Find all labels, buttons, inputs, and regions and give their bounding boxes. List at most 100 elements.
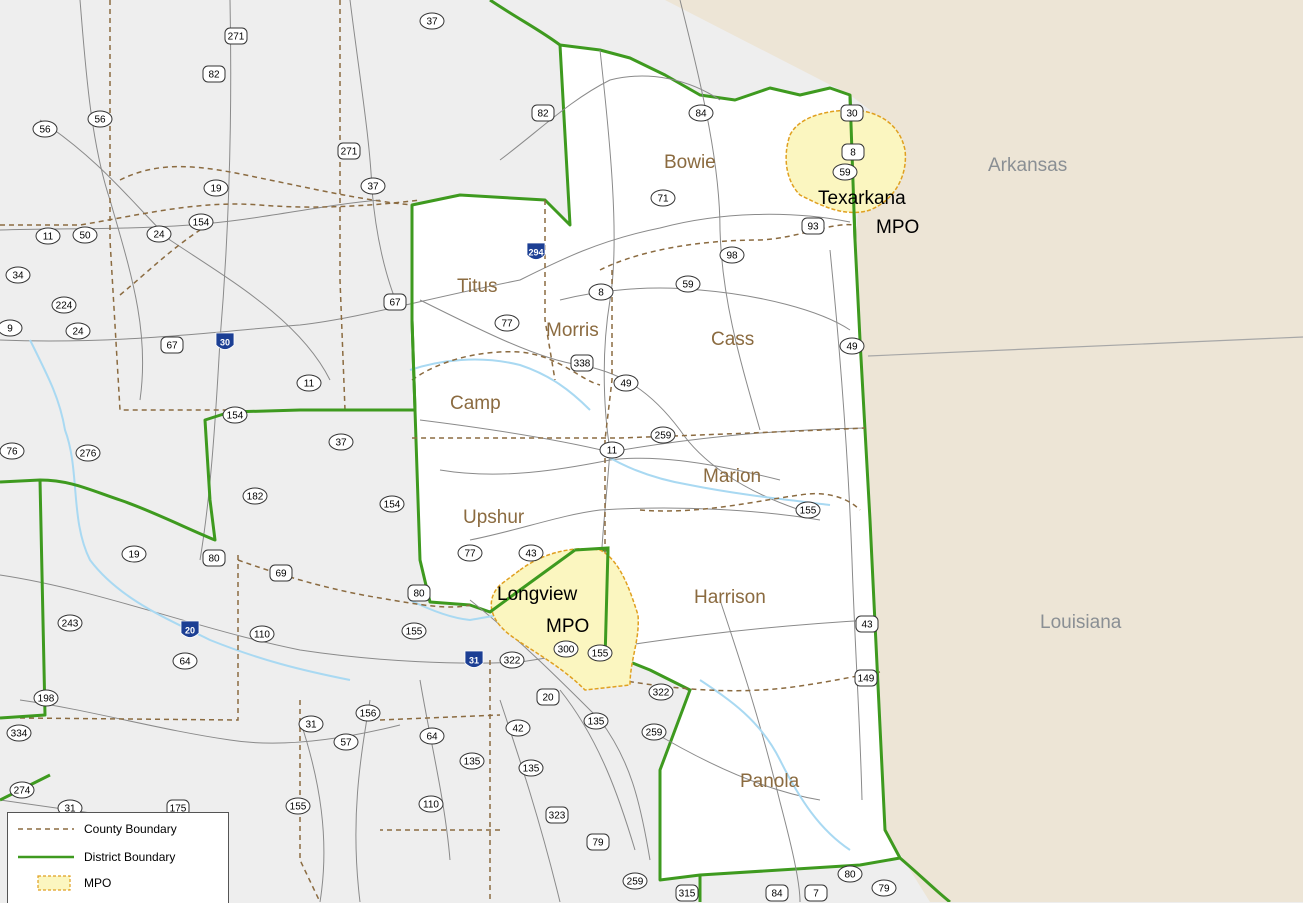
- route-number: 20: [185, 626, 195, 636]
- mpo-label: MPO: [876, 217, 919, 238]
- state-highway-shield: 154: [222, 406, 248, 424]
- state-highway-shield: 259: [650, 426, 676, 444]
- state-highway-shield: 154: [379, 495, 405, 513]
- route-number: 322: [504, 656, 521, 667]
- route-number: 156: [360, 709, 377, 720]
- route-number: 300: [558, 645, 575, 656]
- route-number: 135: [464, 757, 481, 768]
- state-highway-shield: 24: [65, 322, 91, 340]
- state-highway-shield: 19: [121, 545, 147, 563]
- route-number: 243: [62, 619, 79, 630]
- route-number: 59: [682, 280, 694, 291]
- state-highway-shield: 135: [459, 752, 485, 770]
- us-highway-shield: 271: [224, 27, 248, 45]
- state-highway-shield: 9: [0, 319, 23, 337]
- route-number: 154: [193, 218, 210, 229]
- state-label: Louisiana: [1040, 612, 1122, 633]
- state-highway-shield: 135: [518, 759, 544, 777]
- us-highway-shield: 323: [545, 806, 569, 824]
- state-highway-shield: 59: [675, 275, 701, 293]
- us-highway-shield: 82: [531, 104, 555, 122]
- route-number: 334: [11, 729, 28, 740]
- state-highway-shield: 49: [839, 337, 865, 355]
- route-number: 24: [153, 230, 165, 241]
- us-highway-shield: 8: [841, 143, 865, 161]
- route-number: 8: [598, 288, 604, 299]
- state-highway-shield: 31: [298, 715, 324, 733]
- county-label: Harrison: [694, 587, 766, 608]
- mpo-label: Texarkana: [818, 188, 906, 209]
- route-number: 57: [340, 738, 352, 749]
- state-highway-shield: 322: [499, 651, 525, 669]
- route-number: 30: [220, 338, 230, 348]
- route-number: 43: [861, 620, 873, 631]
- mpo-label: Longview: [497, 584, 578, 605]
- district-boundary-swatch: [18, 855, 74, 859]
- county-label: Cass: [711, 329, 754, 350]
- interstate-shield: 20: [180, 620, 200, 638]
- state-highway-shield: 274: [9, 781, 35, 799]
- route-number: 56: [94, 115, 106, 126]
- route-number: 24: [72, 327, 84, 338]
- state-highway-shield: 182: [242, 487, 268, 505]
- map-legend: County Boundary District Boundary MPO: [7, 812, 229, 903]
- route-number: 323: [549, 811, 566, 822]
- route-number: 8: [850, 148, 856, 159]
- mpo-label: MPO: [546, 616, 589, 637]
- route-number: 322: [653, 688, 670, 699]
- us-highway-shield: 84: [765, 884, 789, 902]
- county-label: Titus: [457, 276, 497, 297]
- state-highway-shield: 77: [457, 544, 483, 562]
- route-number: 198: [38, 694, 55, 705]
- texarkana-mpo-area: [785, 109, 907, 214]
- state-highway-shield: 135: [583, 712, 609, 730]
- route-number: 155: [406, 627, 423, 638]
- state-highway-shield: 37: [419, 12, 445, 30]
- legend-label: District Boundary: [84, 850, 176, 864]
- route-number: 182: [247, 492, 264, 503]
- state-highway-shield: 259: [641, 723, 667, 741]
- state-highway-shield: 155: [587, 644, 613, 662]
- state-highway-shield: 322: [648, 683, 674, 701]
- route-number: 67: [389, 298, 401, 309]
- us-highway-shield: 67: [383, 293, 407, 311]
- state-highway-shield: 49: [613, 374, 639, 392]
- route-number: 155: [800, 506, 817, 517]
- route-number: 9: [7, 324, 13, 335]
- state-highway-shield: 11: [35, 227, 61, 245]
- route-number: 271: [341, 147, 358, 158]
- state-highway-shield: 59: [832, 163, 858, 181]
- us-highway-shield: 30: [840, 104, 864, 122]
- route-number: 59: [839, 168, 851, 179]
- district-boundaries: [0, 0, 951, 902]
- route-number: 31: [64, 804, 76, 815]
- route-number: 79: [592, 838, 604, 849]
- legend-label: MPO: [84, 876, 112, 890]
- state-highway-shield: 243: [57, 614, 83, 632]
- county-label: Marion: [703, 466, 761, 487]
- route-number: 77: [501, 319, 513, 330]
- state-highway-shield: 77: [494, 314, 520, 332]
- route-number: 11: [607, 446, 618, 457]
- route-number: 84: [771, 889, 783, 900]
- route-number: 155: [290, 802, 307, 813]
- county-label: Panola: [740, 771, 800, 792]
- legend-item-county: County Boundary: [16, 819, 177, 839]
- legend-item-mpo: MPO: [16, 873, 111, 893]
- state-highway-shield: 224: [51, 296, 77, 314]
- route-number: 110: [423, 800, 439, 811]
- route-number: 64: [179, 657, 191, 668]
- us-highway-shield: 315: [675, 884, 699, 902]
- county-labels: Bowie Titus Morris Cass Camp Marion Upsh…: [450, 152, 800, 792]
- route-number: 79: [878, 884, 890, 895]
- route-number: 42: [512, 724, 524, 735]
- route-number: 82: [208, 70, 220, 81]
- route-number: 37: [335, 438, 347, 449]
- route-number: 154: [227, 411, 244, 422]
- us-highway-shield: 93: [801, 217, 825, 235]
- route-number: 11: [304, 379, 315, 390]
- county-boundary-swatch: [18, 828, 74, 830]
- route-number: 80: [208, 554, 220, 565]
- route-number: 135: [523, 764, 540, 775]
- route-number: 135: [588, 717, 605, 728]
